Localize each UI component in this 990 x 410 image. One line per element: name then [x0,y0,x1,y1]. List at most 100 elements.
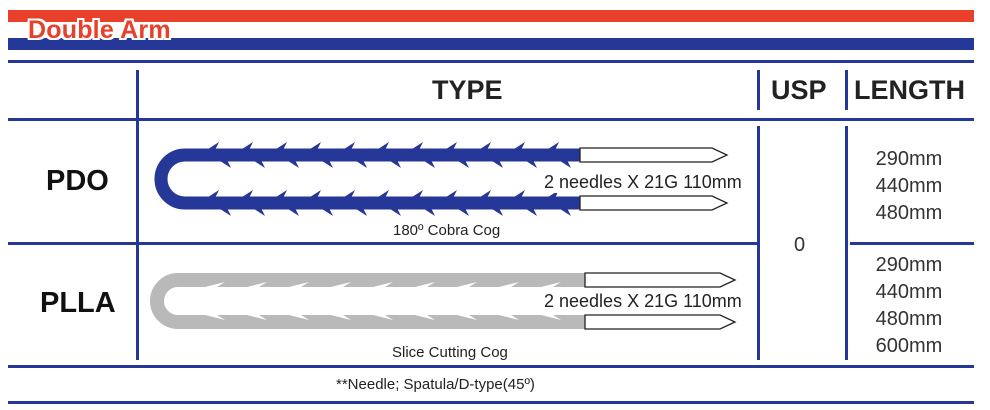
pdo-barb [285,158,299,168]
title-stripe-red [8,10,974,22]
pdo-barb [489,158,503,168]
pdo-barb [205,190,219,200]
plla-cog [373,315,393,320]
pdo-barb [523,158,537,168]
header-type: TYPE [432,75,503,105]
plla-cog [289,282,309,287]
pdo-cobra-cog-thread-image [154,142,729,216]
pdo-barb [443,190,457,200]
pdo-barb [319,158,333,168]
plla-needle [584,314,737,330]
footer-bottom-border [8,401,974,404]
col-divider-usp [845,70,848,110]
pdo-needle-spec: 2 needles X 21G 110mm [544,172,742,193]
pdo-barb [387,206,401,216]
pdo-barb [387,158,401,168]
row-label-pdo: PDO [46,165,109,197]
plla-lengths: 290mm 440mm 480mm 600mm [849,252,969,360]
pdo-barb [217,206,231,216]
plla-cog [247,315,267,320]
pdo-barb [421,206,435,216]
plla-cog [457,315,477,320]
title-stripe-blue [8,38,974,50]
pdo-cog-caption: 180º Cobra Cog [393,222,501,239]
pdo-barb [523,206,537,216]
plla-cog [541,282,561,287]
plla-slice-cog-thread-image [150,272,737,330]
length-value: 600mm [875,335,943,357]
pdo-barb [477,142,491,152]
row-label-plla: PLLA [40,287,116,319]
length-divider [850,242,974,245]
plla-cog [331,282,351,287]
pdo-barb [273,142,287,152]
row-divider [8,242,758,245]
pdo-barb [421,158,435,168]
pdo-barb [341,190,355,200]
pdo-barb [511,190,525,200]
pdo-needle [579,147,729,163]
pdo-barb [455,158,469,168]
pdo-lengths: 290mm 440mm 480mm [849,146,969,227]
pdo-barb [251,158,265,168]
plla-cog [205,315,225,320]
pdo-barb [477,190,491,200]
plla-cog [205,282,225,287]
pdo-barb [409,142,423,152]
col-divider-type-body [757,126,760,360]
pdo-barb [239,190,253,200]
length-value: 480mm [875,308,943,330]
col-divider-type [757,70,760,110]
pdo-barb [307,142,321,152]
pdo-barb [511,142,525,152]
pdo-barb [251,206,265,216]
table-top-border [8,60,974,63]
header-length: LENGTH [854,75,965,105]
length-value: 440mm [875,175,943,197]
pdo-needle [579,195,729,211]
pdo-barb [443,142,457,152]
pdo-barb [557,158,571,168]
plla-cog [499,282,519,287]
pdo-barb [205,142,219,152]
plla-cog [541,315,561,320]
length-value: 480mm [875,202,943,224]
pdo-barb [409,190,423,200]
pdo-barb [285,206,299,216]
pdo-barb [557,206,571,216]
plla-needle [584,272,737,288]
plla-cog [247,282,267,287]
col-divider-usp-body [845,126,848,360]
header-bottom-border [8,118,974,121]
plla-cog [415,282,435,287]
pdo-barb [273,190,287,200]
pdo-barb [307,190,321,200]
pdo-barb [353,206,367,216]
pdo-barb [341,142,355,152]
length-value: 290mm [875,148,943,170]
plla-cog [331,315,351,320]
page-title: Double Arm [28,16,171,44]
pdo-barb [239,142,253,152]
plla-needle-spec: 2 needles X 21G 110mm [544,291,742,312]
header-usp: USP [771,75,827,105]
pdo-barb [217,158,231,168]
plla-thread-body [150,273,585,329]
plla-cog-caption: Slice Cutting Cog [392,344,508,361]
table-bottom-border [8,365,974,368]
pdo-barb [375,190,389,200]
usp-value: 0 [794,234,806,256]
col-divider-label [136,70,139,360]
plla-cog [289,315,309,320]
pdo-thread-body [154,148,580,210]
plla-cog [457,282,477,287]
pdo-barb [375,142,389,152]
length-value: 290mm [875,254,943,276]
footnote: **Needle; Spatula/D-type(45º) [336,376,535,393]
pdo-barb [545,142,559,152]
pdo-barb [489,206,503,216]
pdo-barb [455,206,469,216]
plla-cog [373,282,393,287]
pdo-barb [353,158,367,168]
